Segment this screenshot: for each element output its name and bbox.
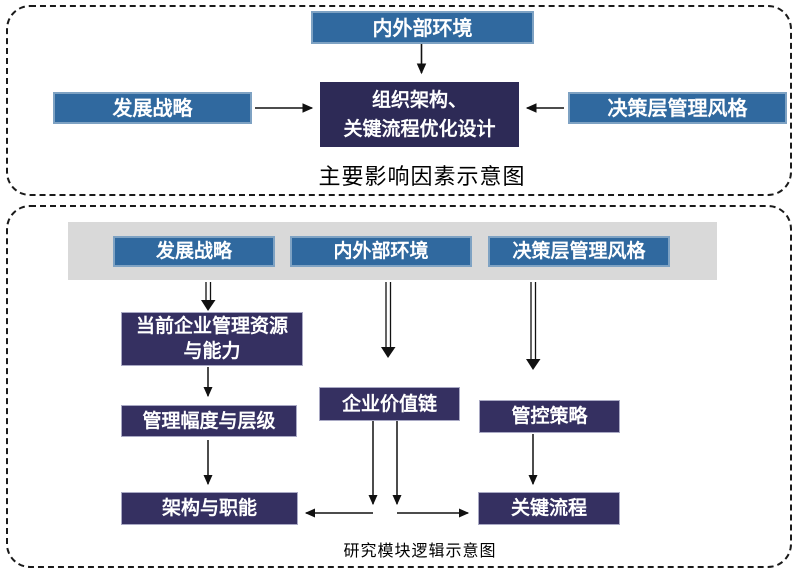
resources-line2: 与能力 bbox=[183, 340, 241, 362]
top-panel-border bbox=[6, 5, 792, 196]
top-box-org-structure-process-design: 组织架构、 关键流程优化设计 bbox=[320, 82, 519, 147]
box-management-span-levels: 管理幅度与层级 bbox=[121, 405, 297, 437]
band-box-management-style: 决策层管理风格 bbox=[488, 236, 670, 267]
top-panel-caption: 主要影响因素示意图 bbox=[318, 165, 526, 190]
top-box-internal-external-environment: 内外部环境 bbox=[311, 11, 534, 44]
band-box-development-strategy: 发展战略 bbox=[113, 236, 275, 267]
top-box-development-strategy: 发展战略 bbox=[53, 92, 252, 124]
resources-line1: 当前企业管理资源 bbox=[135, 315, 288, 337]
box-structure-and-functions: 架构与职能 bbox=[121, 492, 298, 525]
band-box-internal-external-environment: 内外部环境 bbox=[290, 236, 472, 267]
box-current-management-resources: 当前企业管理资源 与能力 bbox=[121, 312, 303, 366]
bottom-panel-border bbox=[6, 205, 792, 568]
center-box-line2: 关键流程优化设计 bbox=[343, 117, 496, 140]
bottom-panel-caption: 研究模块逻辑示意图 bbox=[343, 541, 497, 560]
center-box-line1: 组织架构、 bbox=[371, 88, 467, 111]
top-box-management-style: 决策层管理风格 bbox=[568, 92, 787, 124]
box-enterprise-value-chain: 企业价值链 bbox=[319, 387, 460, 421]
box-control-strategy: 管控策略 bbox=[479, 400, 620, 433]
box-key-process: 关键流程 bbox=[478, 492, 620, 525]
